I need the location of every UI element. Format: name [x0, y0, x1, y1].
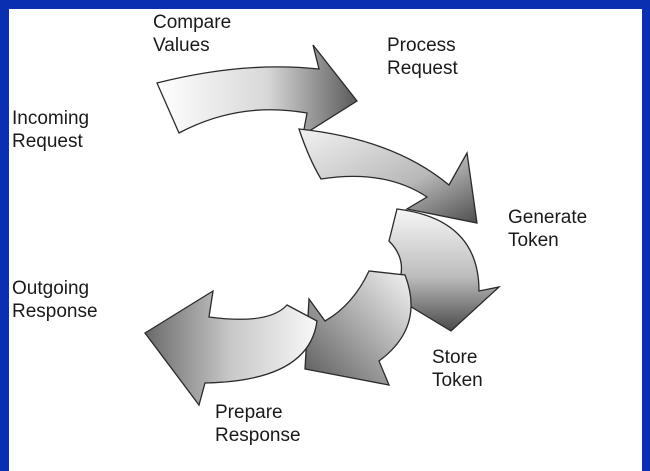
- cycle-arrow-2: [298, 128, 478, 224]
- cycle-arrow-5: [144, 289, 318, 407]
- step-label-prepare-response: Prepare Response: [215, 402, 301, 446]
- diagram-canvas: Incoming Request Compare Values Process …: [9, 9, 642, 471]
- step-label-outgoing-response: Outgoing Response: [12, 278, 98, 322]
- step-label-store-token: Store Token: [432, 347, 483, 391]
- step-label-process-request: Process Request: [387, 35, 458, 79]
- cycle-arrow-4: [304, 270, 412, 386]
- cycle-arrow-1: [156, 44, 358, 137]
- step-label-generate-token: Generate Token: [508, 207, 588, 251]
- step-label-compare-values: Compare Values: [153, 12, 232, 56]
- cycle-arrows: [144, 44, 502, 407]
- step-label-incoming-request: Incoming Request: [12, 108, 90, 152]
